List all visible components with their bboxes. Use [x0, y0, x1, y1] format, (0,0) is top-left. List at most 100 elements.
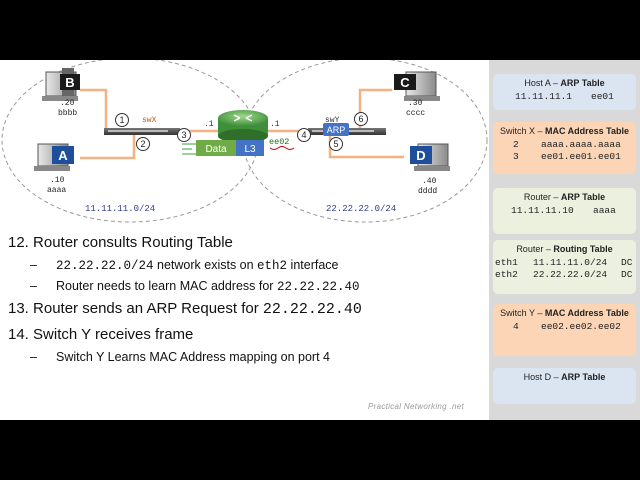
switch-x-mac: ee01.ee01.ee01 [541, 151, 621, 162]
host-d-ip: .40 [422, 177, 437, 186]
link-a-swx [80, 133, 136, 160]
link-b-swx [80, 88, 108, 129]
step-13-code: 22.22.22.40 [262, 301, 362, 318]
router-rt-iface: eth1 [495, 257, 518, 268]
switch-x-label: swX [142, 116, 157, 125]
host-d-arp-kind: ARP Table [561, 372, 606, 382]
switch-x-mac-title: Switch X – MAC Address Table [493, 126, 636, 136]
host-a-arp-ip: 11.11.11.1 [515, 91, 573, 102]
router-arp-title: Router – ARP Table [493, 192, 636, 202]
table-sidebar: Host A – ARP Table 11.11.11.1 ee01 Switc… [489, 60, 640, 420]
router[interactable] [218, 110, 268, 143]
router-rt-type: DC [621, 257, 633, 268]
step-12-num: 12. [8, 234, 29, 251]
switch-y-label: swY [325, 116, 340, 125]
table-row: eth1 11.11.11.0/24 DC [493, 257, 636, 269]
ports: 1 2 3 4 5 6 [115, 112, 368, 151]
step-12-sub-2: –Router needs to learn MAC address for 2… [30, 279, 359, 294]
port-5: 5 [333, 139, 338, 149]
step-12-sub-1-mid: network exists on [153, 258, 258, 272]
switch-y-mac-table: Switch Y – MAC Address Table 4 ee02.ee02… [493, 304, 636, 356]
dash-1: – [30, 258, 37, 272]
host-d-arp-device: Host D – [523, 372, 562, 382]
switch-x[interactable] [104, 128, 180, 135]
router-rt-network: 11.11.11.0/24 [533, 257, 608, 268]
step-13-text: Router sends an ARP Request for [33, 300, 263, 317]
step-12-sub-2-text: Router needs to learn MAC address for [56, 279, 277, 293]
switch-x-mac-device: Switch X – [499, 126, 545, 136]
router-mac-label: ee02 [269, 137, 289, 147]
footer-credit: Practical Networking .net [368, 402, 464, 411]
step-14-text: Switch Y receives frame [33, 326, 194, 343]
host-a-ip: .10 [50, 176, 65, 185]
step-12-sub-1-code: eth2 [257, 259, 288, 273]
table-row: 3 ee01.ee01.ee01 [493, 151, 636, 163]
router-routing-table: Router – Routing Table eth1 11.11.11.0/2… [493, 240, 636, 294]
frame-l3-label: L3 [244, 144, 256, 155]
host-c[interactable] [394, 71, 440, 101]
host-b[interactable] [42, 68, 80, 101]
host-b-mac: bbbb [58, 109, 77, 118]
port-6: 6 [358, 114, 363, 124]
router-rt-iface: eth2 [495, 269, 518, 280]
step-14-sub-1-text: Switch Y Learns MAC Address mapping on p… [56, 350, 330, 364]
step-12: 12. Router consults Routing Table [8, 234, 233, 251]
host-a-arp-title: Host A – ARP Table [493, 78, 636, 88]
switch-x-mac-kind: MAC Address Table [545, 126, 630, 136]
host-a[interactable] [34, 143, 74, 171]
switch-y-mac-title: Switch Y – MAC Address Table [493, 308, 636, 318]
host-d-arp-table: Host D – ARP Table [493, 368, 636, 404]
step-14-num: 14. [8, 326, 29, 343]
slide: swX swY ARP .1 .1 Data L3 ee02 [0, 60, 640, 420]
host-d-mac: dddd [418, 187, 437, 196]
frame-packet [182, 140, 264, 156]
router-arp-ip: 11.11.11.10 [511, 205, 574, 216]
router-arp-kind: ARP Table [560, 192, 606, 202]
host-d[interactable] [410, 143, 450, 171]
switch-y-mac-kind: MAC Address Table [544, 308, 629, 318]
router-rt-title: Router – Routing Table [493, 244, 636, 254]
router-arp-table: Router – ARP Table 11.11.11.10 aaaa [493, 188, 636, 234]
host-a-arp-table: Host A – ARP Table 11.11.11.1 ee01 [493, 74, 636, 110]
table-row: 11.11.11.1 ee01 [493, 91, 636, 103]
router-rt-type: DC [621, 269, 633, 280]
step-13-num: 13. [8, 300, 29, 317]
host-b-letter: B [65, 75, 74, 90]
arp-frame [323, 123, 349, 136]
table-row: 4 ee02.ee02.ee02 [493, 321, 636, 333]
table-row: 11.11.11.10 aaaa [493, 205, 636, 217]
router-arp-device: Router – [523, 192, 561, 202]
network-diagram: swX swY ARP .1 .1 Data L3 ee02 [1, 60, 488, 223]
host-d-arp-title: Host D – ARP Table [493, 372, 636, 382]
host-a-letter: A [58, 148, 68, 163]
switch-y-mac: ee02.ee02.ee02 [541, 321, 621, 332]
port-3: 3 [181, 130, 186, 140]
step-14: 14. Switch Y receives frame [8, 326, 193, 343]
switch-y-mac-device: Switch Y – [500, 308, 545, 318]
host-a-arp-mac: ee01 [591, 91, 614, 102]
host-c-ip: .30 [408, 99, 423, 108]
switch-x-mac: aaaa.aaaa.aaaa [541, 139, 621, 150]
switch-x-mac-table: Switch X – MAC Address Table 2 aaaa.aaaa… [493, 122, 636, 174]
host-b-ip: .20 [60, 99, 75, 108]
switch-y-port: 4 [513, 321, 519, 332]
port-1: 1 [119, 115, 124, 125]
router-arp-mac: aaaa [593, 205, 616, 216]
switch-x-port: 2 [513, 139, 519, 150]
table-row: 2 aaaa.aaaa.aaaa [493, 139, 636, 151]
table-row: eth2 22.22.22.0/24 DC [493, 269, 636, 281]
dash-3: – [30, 350, 37, 364]
host-c-letter: C [400, 75, 410, 90]
step-13: 13. Router sends an ARP Request for 22.2… [8, 300, 362, 318]
router-rt-network: 22.22.22.0/24 [533, 269, 608, 280]
step-14-sub-1: – Switch Y Learns MAC Address mapping on … [30, 350, 330, 364]
router-rt-kind: Routing Table [553, 244, 613, 254]
switch-x-port: 3 [513, 151, 519, 162]
port-2: 2 [140, 139, 145, 149]
dash-2: – [30, 279, 37, 293]
host-a-arp-kind: ARP Table [560, 78, 605, 88]
router-rt-device: Router – [516, 244, 554, 254]
mac-underline [269, 146, 295, 150]
host-a-arp-device: Host A – [524, 78, 561, 88]
network-left-label: 11.11.11.0/24 [85, 204, 155, 214]
